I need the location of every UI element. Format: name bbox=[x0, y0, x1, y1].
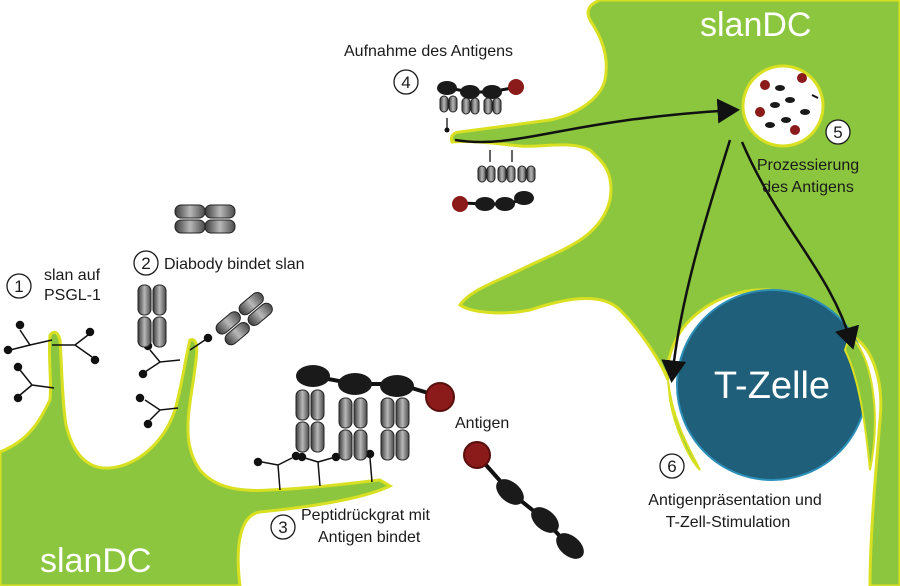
left-slandc-cell bbox=[0, 330, 394, 586]
svg-text:Antigenpräsentation und: Antigenpräsentation und bbox=[648, 492, 821, 509]
svg-text:Aufnahme des Antigens: Aufnahme des Antigens bbox=[344, 43, 513, 60]
svg-text:Diabody bindet slan: Diabody bindet slan bbox=[164, 256, 305, 273]
step-2: 2 Diabody bindet slan bbox=[133, 250, 305, 276]
svg-text:des Antigens: des Antigens bbox=[762, 179, 854, 196]
tcell-pocket-left-arm bbox=[667, 379, 701, 471]
slan-receptor-group-3 bbox=[253, 449, 375, 491]
svg-text:Antigen bindet: Antigen bindet bbox=[318, 529, 421, 546]
step-4: 4 Aufnahme des Antigens bbox=[344, 43, 513, 95]
free-antigen bbox=[463, 441, 584, 559]
svg-text:2: 2 bbox=[141, 254, 150, 273]
svg-text:Prozessierung: Prozessierung bbox=[757, 157, 859, 174]
uptake-complex-bottom bbox=[452, 150, 536, 212]
presentation-arrow-left bbox=[661, 139, 732, 383]
left-cell-label: slanDC bbox=[40, 542, 151, 580]
svg-text:3: 3 bbox=[278, 518, 287, 537]
svg-text:6: 6 bbox=[667, 457, 676, 476]
diabody-bound-2 bbox=[215, 291, 273, 346]
t-cell-label: T-Zelle bbox=[714, 365, 830, 407]
svg-text:PSGL-1: PSGL-1 bbox=[44, 287, 101, 304]
svg-text:slan auf: slan auf bbox=[44, 267, 101, 284]
svg-text:4: 4 bbox=[401, 73, 410, 92]
diabody-free bbox=[174, 204, 236, 234]
svg-text:5: 5 bbox=[833, 123, 842, 142]
slan-receptor-group-1 bbox=[3, 320, 100, 403]
step-6: 6 Antigenpräsentation und T-Zell-Stimula… bbox=[648, 453, 822, 531]
step-3: 3 Peptidrückgrat mit Antigen bindet bbox=[270, 507, 430, 546]
endosome bbox=[741, 64, 825, 148]
slan-receptor-group-2 bbox=[135, 333, 213, 429]
right-slandc-arm-over-tcell bbox=[843, 333, 876, 471]
svg-text:1: 1 bbox=[14, 277, 23, 296]
diabody-bound-1 bbox=[137, 284, 167, 348]
presentation-arrow-right bbox=[740, 141, 860, 350]
right-cell-label: slanDC bbox=[700, 6, 811, 44]
svg-text:T-Zell-Stimulation: T-Zell-Stimulation bbox=[666, 514, 790, 531]
uptake-complex-top bbox=[437, 79, 524, 133]
peptide-antigen-complex bbox=[295, 365, 455, 461]
svg-text:Peptidrückgrat mit: Peptidrückgrat mit bbox=[301, 507, 430, 524]
free-antigen-label: Antigen bbox=[455, 415, 509, 432]
uptake-arrow bbox=[454, 98, 740, 144]
step-1: 1 slan auf PSGL-1 bbox=[6, 267, 101, 304]
step-5: 5 Prozessierung des Antigens bbox=[757, 119, 859, 196]
